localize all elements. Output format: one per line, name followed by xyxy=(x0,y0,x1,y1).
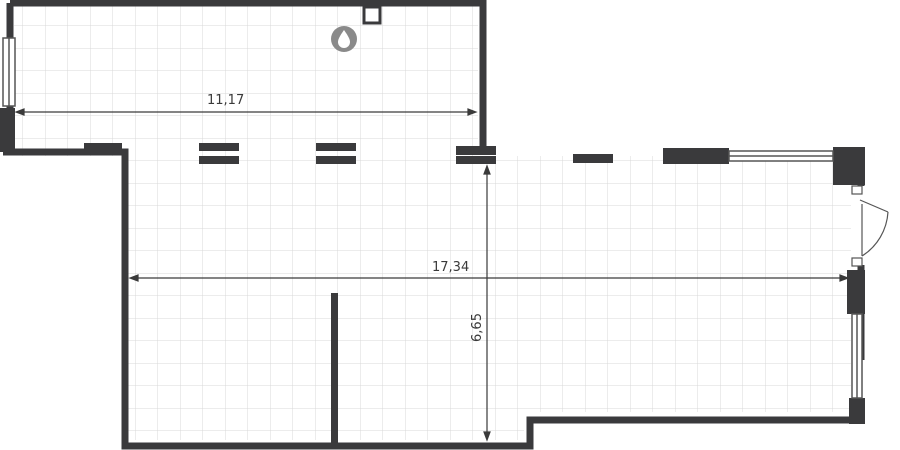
dimension-right-height: 6,65 xyxy=(469,313,485,342)
dimension-upper-width: 11,17 xyxy=(207,93,245,108)
dimension-total-width: 17,34 xyxy=(432,260,470,275)
right-walls xyxy=(0,108,865,424)
columns xyxy=(199,143,613,164)
vent-box xyxy=(362,5,382,25)
entrance-door xyxy=(851,185,889,267)
window-top-right xyxy=(728,150,834,162)
water-drop-icon xyxy=(331,26,357,52)
window-right xyxy=(851,313,863,399)
window-left xyxy=(2,37,16,107)
dimension-lines xyxy=(14,108,850,442)
interior-partition xyxy=(331,293,338,443)
